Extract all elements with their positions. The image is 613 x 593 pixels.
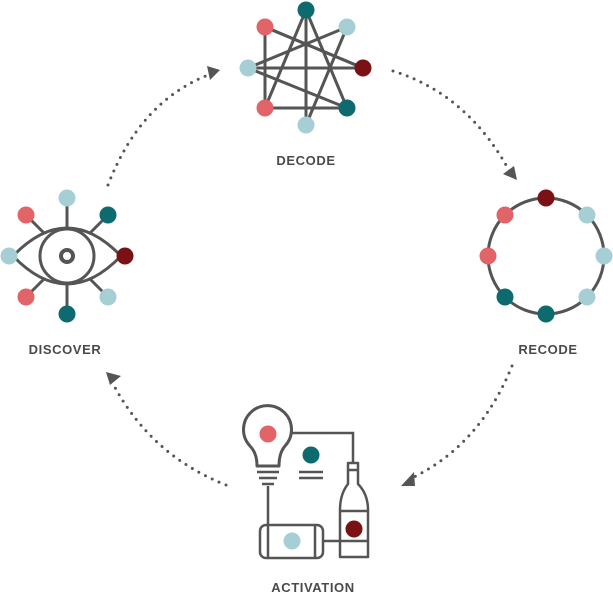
decode-node [256, 99, 274, 117]
arrow-decode-to-recode [391, 69, 514, 178]
network-graph-icon [239, 1, 372, 134]
recode-node [578, 206, 596, 224]
decode-node [297, 116, 315, 134]
discover-node [17, 206, 35, 224]
discover-node [99, 206, 117, 224]
eye-pupil [59, 248, 75, 264]
lightbulb-circuit-icon [242, 404, 370, 560]
decode-node [297, 1, 315, 19]
discover-node [116, 247, 134, 265]
decode-node [338, 18, 356, 36]
recode-node [578, 288, 596, 306]
bulb-node [259, 425, 277, 443]
recode-node [479, 247, 497, 265]
activation-label: ACTIVATION [271, 580, 355, 593]
recode-node [537, 305, 555, 323]
decode-node [338, 99, 356, 117]
eye-iris [38, 227, 96, 285]
recode-node [496, 206, 514, 224]
discover-node [17, 288, 35, 306]
battery-icon [258, 523, 325, 560]
decode-node [256, 18, 274, 36]
arrow-recode-to-activation [410, 364, 514, 480]
arrowhead-activation [401, 472, 415, 486]
arrowhead-decode [207, 66, 220, 80]
decode-node [354, 59, 372, 77]
battery-node [283, 532, 301, 550]
indicator-node [302, 446, 320, 464]
recode-label: RECODE [518, 342, 577, 357]
cycle-arrows [106, 66, 517, 487]
eye-nodes-icon [0, 189, 134, 323]
arrowhead-discover [106, 372, 121, 385]
decode-node [239, 59, 257, 77]
arrowhead-recode [503, 166, 517, 180]
discover-node [58, 189, 76, 207]
discover-node [99, 288, 117, 306]
recode-node [496, 288, 514, 306]
ring-nodes-icon [479, 189, 613, 323]
decode-label: DECODE [276, 153, 335, 168]
arrow-discover-to-decode [106, 73, 210, 187]
recode-node [537, 189, 555, 207]
discover-node [0, 247, 18, 265]
recode-node [595, 247, 613, 265]
arrow-activation-to-discover [110, 380, 228, 487]
bottle-node [345, 520, 363, 538]
discover-label: DISCOVER [29, 342, 102, 357]
discover-node [58, 305, 76, 323]
